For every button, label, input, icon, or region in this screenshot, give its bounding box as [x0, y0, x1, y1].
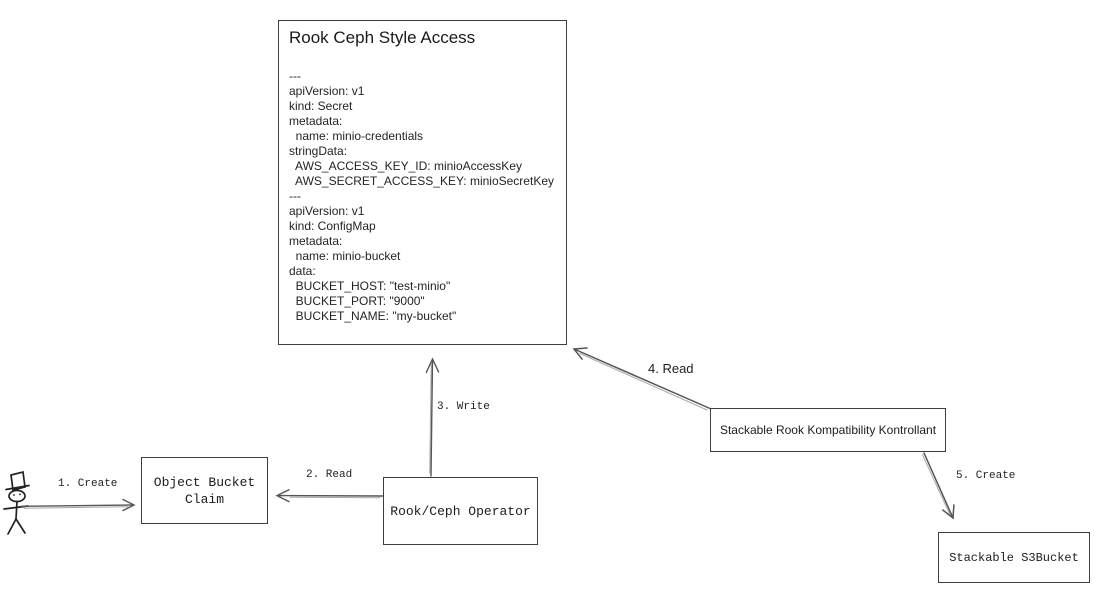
user-actor-icon	[3, 470, 30, 535]
object-bucket-claim-box: Object Bucket Claim	[141, 457, 268, 524]
yaml-line: name: minio-credentials	[289, 129, 424, 143]
yaml-line: AWS_SECRET_ACCESS_KEY: minioSecretKey	[289, 174, 554, 188]
object-bucket-claim-label: Object Bucket Claim	[153, 474, 256, 507]
yaml-line: ---	[289, 69, 301, 83]
yaml-line: BUCKET_HOST: "test-minio"	[289, 279, 451, 293]
yaml-line: metadata:	[289, 114, 343, 128]
stackable-s3bucket-box: Stackable S3Bucket	[938, 532, 1090, 583]
stackable-rook-kontrollant-label: Stackable Rook Kompatibility Kontrollant	[719, 423, 937, 437]
yaml-line: stringData:	[289, 144, 348, 158]
arrow-label-4-read: 4. Read	[648, 361, 694, 376]
yaml-line: BUCKET_NAME: "my-bucket"	[289, 309, 457, 323]
yaml-box-title: Rook Ceph Style Access	[289, 28, 476, 47]
yaml-line: kind: Secret	[289, 99, 353, 113]
yaml-line: kind: ConfigMap	[289, 219, 376, 233]
rook-ceph-operator-box: Rook/Ceph Operator	[383, 477, 538, 545]
yaml-line: metadata:	[289, 234, 343, 248]
arrow-4-read	[572, 347, 711, 411]
yaml-line: apiVersion: v1	[289, 204, 365, 218]
arrow-2-read	[275, 489, 384, 503]
yaml-line: BUCKET_PORT: "9000"	[289, 294, 425, 308]
arrow-5-create	[922, 452, 955, 520]
arrow-1-create	[21, 498, 136, 512]
stackable-s3bucket-label: Stackable S3Bucket	[949, 550, 1079, 565]
yaml-line: AWS_ACCESS_KEY_ID: minioAccessKey	[289, 159, 522, 173]
yaml-line: apiVersion: v1	[289, 84, 365, 98]
yaml-line: name: minio-bucket	[289, 249, 401, 263]
arrow-3-write	[425, 357, 440, 477]
rook-ceph-style-access-box: Rook Ceph Style Access ---apiVersion: v1…	[278, 20, 567, 345]
arrow-label-5-create: 5. Create	[956, 470, 1016, 482]
yaml-line: ---	[289, 189, 301, 203]
rook-ceph-operator-label: Rook/Ceph Operator	[390, 503, 531, 519]
arrow-label-2-read: 2. Read	[306, 469, 353, 481]
yaml-line: data:	[289, 264, 316, 278]
arrow-label-1-create: 1. Create	[58, 478, 118, 490]
stackable-rook-kontrollant-box: Stackable Rook Kompatibility Kontrollant	[710, 408, 946, 452]
arrow-label-3-write: 3. Write	[437, 401, 490, 413]
